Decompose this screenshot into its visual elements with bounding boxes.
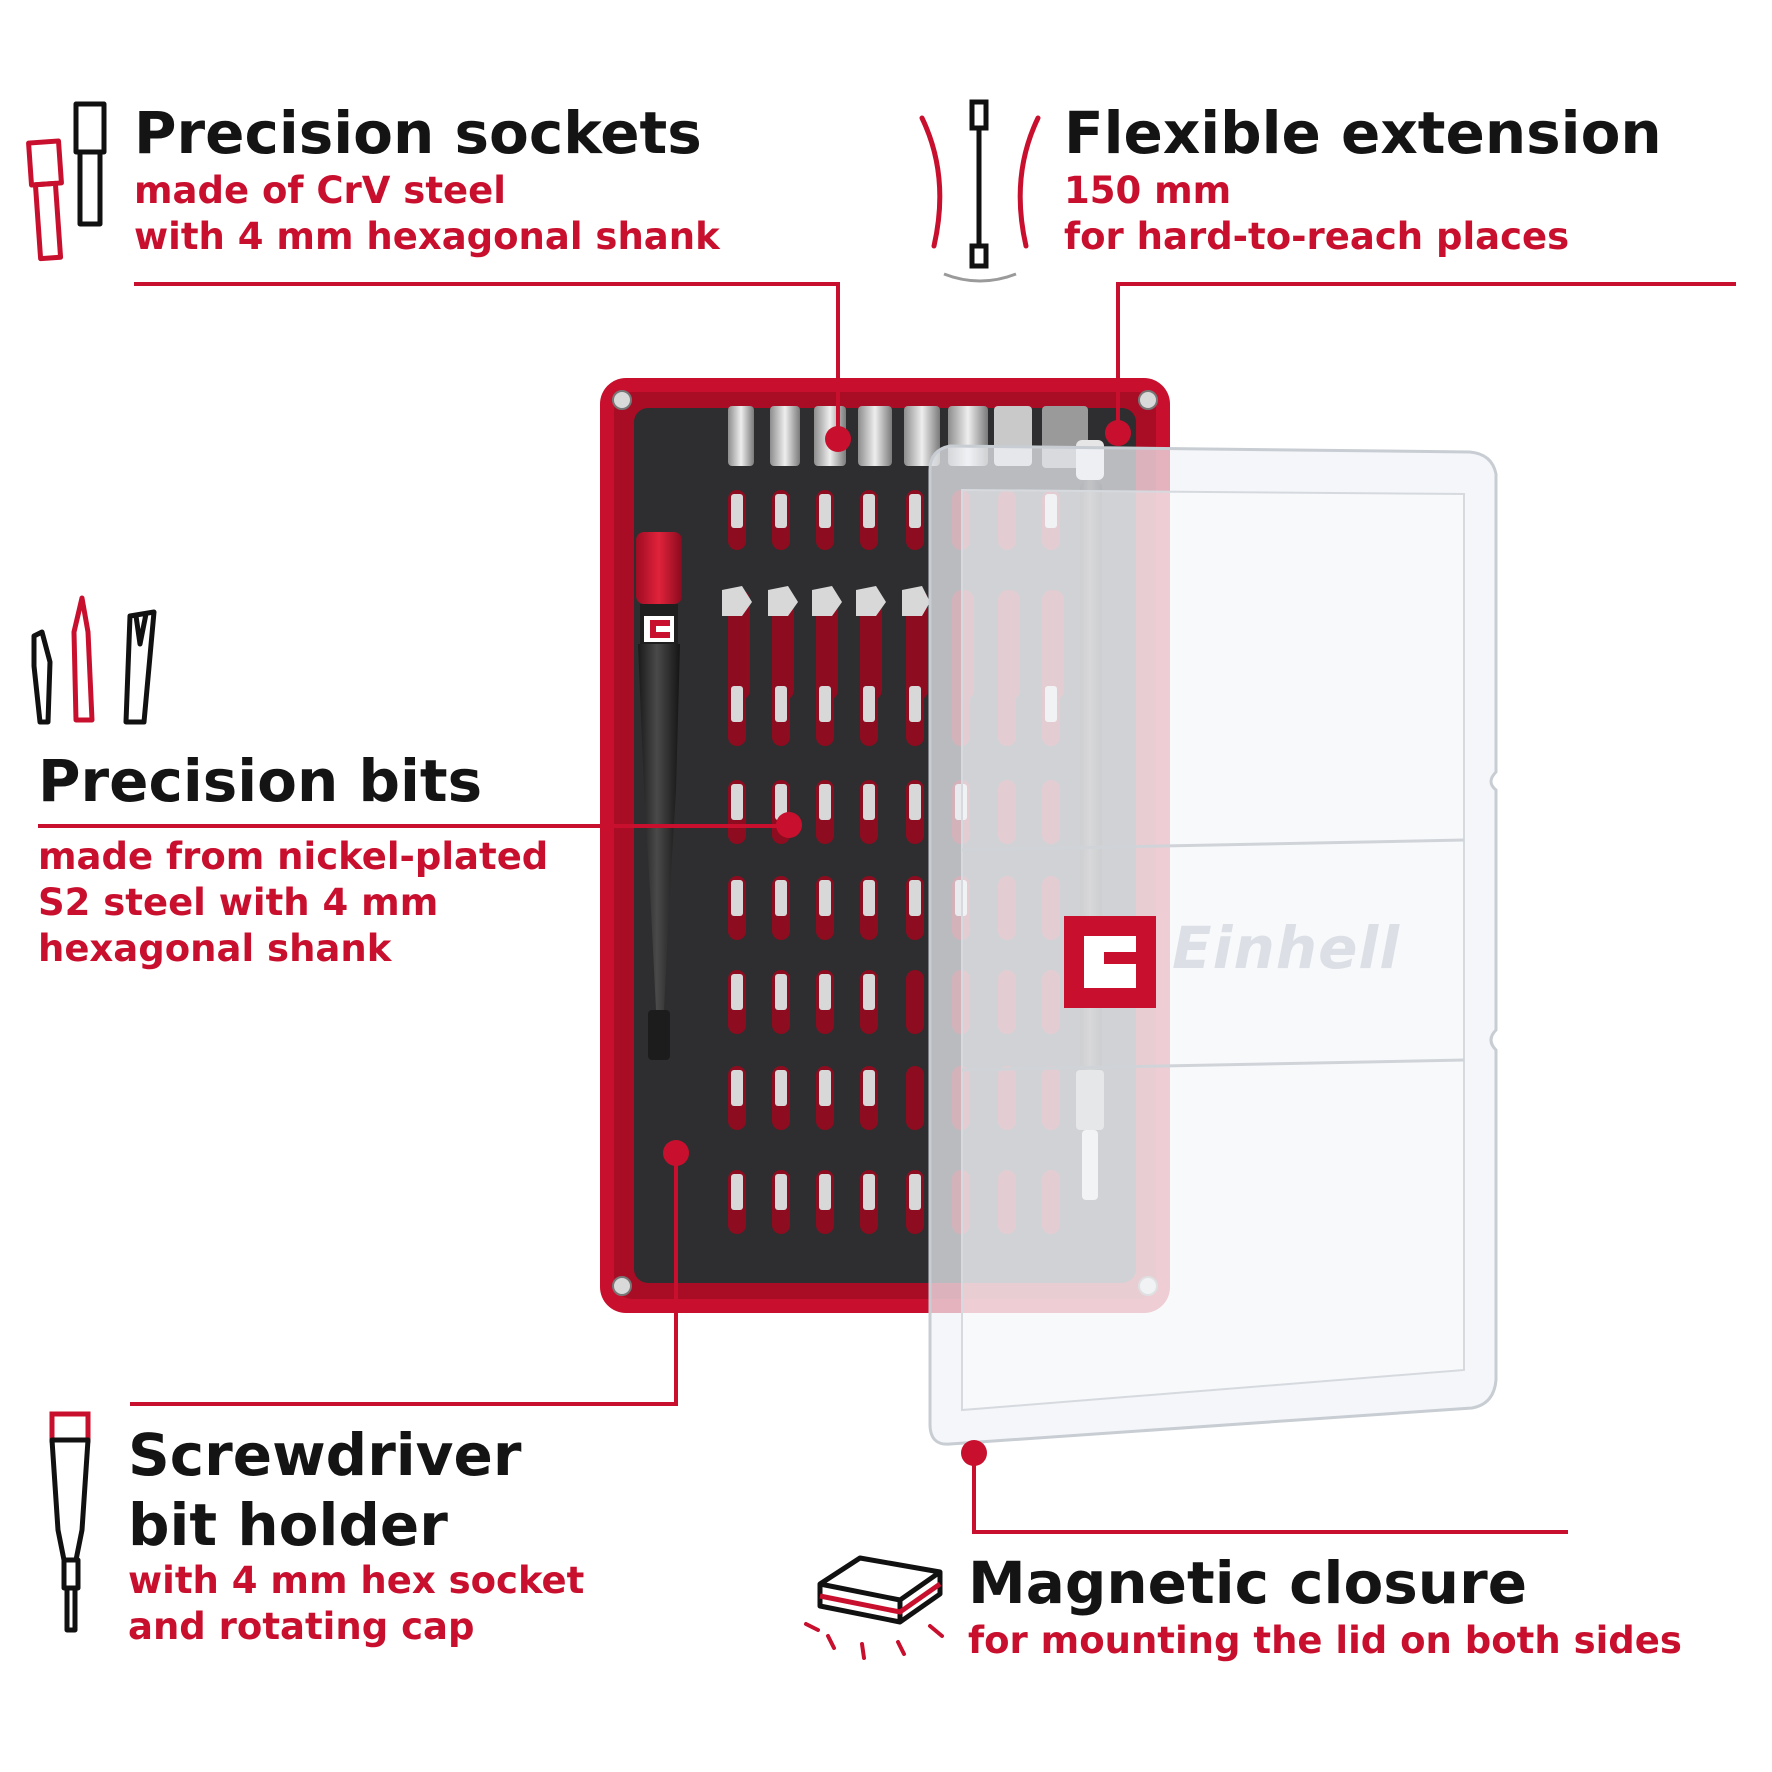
magnetic-case-icon: [800, 1544, 950, 1664]
flexible-extension-line2: for hard-to-reach places: [1064, 215, 1570, 258]
bits-marker-dot: [776, 812, 802, 838]
screwdriver-icon: [46, 1410, 100, 1636]
sockets-marker-dot: [825, 426, 851, 452]
precision-sockets-line1: made of CrV steel: [134, 169, 506, 212]
precision-bits-line3: hexagonal shank: [38, 927, 392, 970]
screwdriver-title-line1: Screwdriver: [128, 1421, 522, 1489]
precision-sockets-line2: with 4 mm hexagonal shank: [134, 215, 720, 258]
extension-leader-horizontal: [1116, 282, 1736, 286]
flexible-extension-title: Flexible extension: [1064, 99, 1662, 167]
magnetic-closure-line1: for mounting the lid on both sides: [968, 1619, 1682, 1662]
extension-leader-vertical: [1116, 282, 1120, 432]
precision-sockets-title: Precision sockets: [134, 99, 702, 167]
precision-bits-line1: made from nickel-plated: [38, 835, 549, 878]
magnetic-leader-horizontal: [972, 1530, 1568, 1534]
sockets-icon: [24, 100, 124, 270]
screwdriver-leader-horizontal: [130, 1402, 678, 1406]
screwdriver-line2: and rotating cap: [128, 1605, 475, 1648]
screwdriver-leader-vertical: [674, 1154, 678, 1406]
sockets-leader-horizontal: [134, 282, 840, 286]
bits-leader-horizontal: [38, 824, 790, 828]
screwdriver-title-line2: bit holder: [128, 1491, 448, 1559]
flexible-extension-line1: 150 mm: [1064, 169, 1232, 212]
magnetic-leader-vertical: [972, 1450, 976, 1534]
lid-brand-text: Einhell: [1172, 914, 1401, 982]
screwdriver-marker-dot: [663, 1140, 689, 1166]
product-illustration: [590, 370, 1510, 1460]
extension-marker-dot: [1105, 420, 1131, 446]
precision-bits-line2: S2 steel with 4 mm: [38, 881, 439, 924]
flexible-extension-icon: [910, 96, 1050, 286]
screwdriver-line1: with 4 mm hex socket: [128, 1559, 585, 1602]
bits-icon: [28, 592, 160, 728]
sockets-leader-vertical: [836, 282, 840, 432]
magnetic-closure-title: Magnetic closure: [968, 1549, 1528, 1617]
precision-bits-title: Precision bits: [38, 747, 483, 815]
magnetic-marker-dot: [961, 1440, 987, 1466]
